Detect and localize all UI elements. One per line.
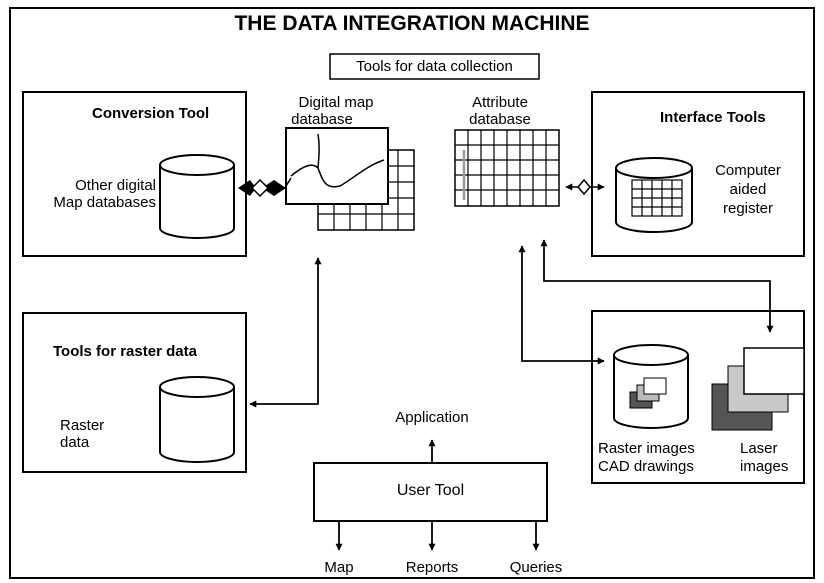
attribute-to-laser-arrow (540, 239, 774, 333)
digital-map-label-line1: Digital map (298, 94, 374, 111)
conversion-label-line2: Map databases (53, 194, 156, 211)
user-tool-box (313, 462, 548, 522)
diagram-title: THE DATA INTEGRATION MACHINE (234, 12, 590, 35)
interface-link-arrow (565, 178, 605, 196)
interface-label-line1: Computer (715, 162, 781, 179)
collection-label: Tools for data collection (356, 58, 513, 75)
collection-label-box (329, 53, 540, 80)
interface-label-line3: register (722, 200, 774, 217)
queries-output-label: Queries (509, 559, 563, 576)
digital-map-graphic (285, 127, 415, 231)
conversion-link-arrow (238, 178, 286, 198)
laser-images-label-line1: Laser (740, 440, 778, 457)
raster-tools-heading: Tools for raster data (53, 343, 197, 360)
conversion-database-cylinder (159, 154, 235, 239)
raster-to-map-arrow (249, 257, 322, 408)
interface-label-line2: aided (729, 181, 767, 198)
map-output-label: Map (324, 559, 354, 576)
interface-database-cylinder (615, 157, 693, 233)
outer-frame (9, 7, 815, 579)
raster-images-label-line2: CAD drawings (598, 458, 694, 475)
raster-database-cylinder (159, 376, 235, 463)
raster-label-line2: data (60, 434, 90, 451)
attribute-db-label-line2: database (469, 111, 531, 128)
application-label: Application (395, 409, 469, 426)
attribute-db-label-line1: Attribute (472, 94, 528, 111)
conversion-tool-heading: Conversion Tool (92, 105, 210, 122)
reports-output-label: Reports (405, 559, 459, 576)
laser-images-stack (711, 347, 805, 431)
raster-images-label-line1: Raster images (598, 440, 695, 457)
attribute-grid (454, 129, 560, 207)
raster-label-line1: Raster (60, 417, 105, 434)
attribute-to-images-arrow (518, 245, 605, 365)
raster-images-cylinder (613, 344, 689, 429)
laser-images-label-line2: images (740, 458, 789, 475)
interface-tools-heading: Interface Tools (660, 109, 766, 126)
conversion-label-line1: Other digital (75, 177, 156, 194)
digital-map-label-line2: database (291, 111, 353, 128)
user-tool-label: User Tool (396, 482, 465, 499)
